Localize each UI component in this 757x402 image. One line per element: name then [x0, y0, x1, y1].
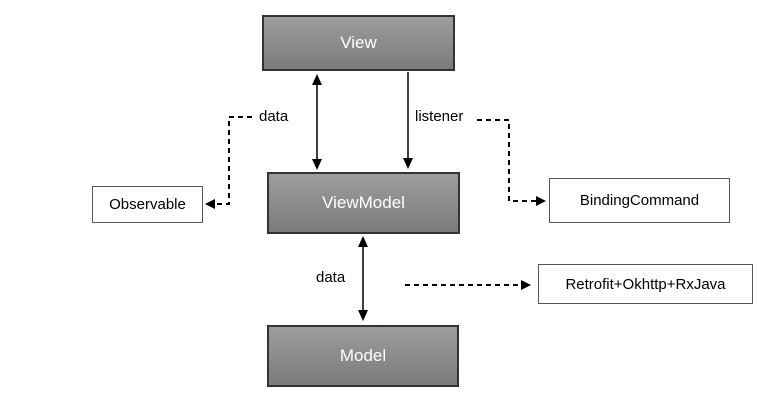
- arrow-view-viewmodel-listener: [403, 72, 413, 169]
- dashed-connector-bindingcommand: [477, 119, 546, 206]
- node-model-label: Model: [339, 346, 387, 365]
- dashed-connector-retrofit: [405, 280, 531, 290]
- node-retrofit-label: Retrofit+Okhttp+RxJava: [565, 275, 726, 293]
- node-bindingcommand-label: BindingCommand: [579, 192, 700, 209]
- node-bindingcommand: BindingCommand: [549, 178, 730, 223]
- node-model: Model: [267, 325, 459, 387]
- node-viewmodel: ViewModel: [267, 172, 460, 234]
- node-view-label: View: [340, 33, 377, 52]
- node-viewmodel-label: ViewModel: [322, 193, 405, 212]
- arrow-view-viewmodel-data: [312, 74, 322, 170]
- dashed-connector-observable: [205, 116, 252, 209]
- arrow-viewmodel-model-data: [358, 236, 368, 321]
- node-view: View: [262, 15, 455, 71]
- node-retrofit-okhttp-rxjava: Retrofit+Okhttp+RxJava: [538, 264, 753, 304]
- edge-label-listener: listener: [415, 108, 464, 125]
- edge-label-data-top: data: [259, 108, 289, 125]
- node-observable-label: Observable: [109, 196, 186, 213]
- edge-label-data-bottom: data: [316, 269, 346, 286]
- node-observable: Observable: [92, 186, 203, 223]
